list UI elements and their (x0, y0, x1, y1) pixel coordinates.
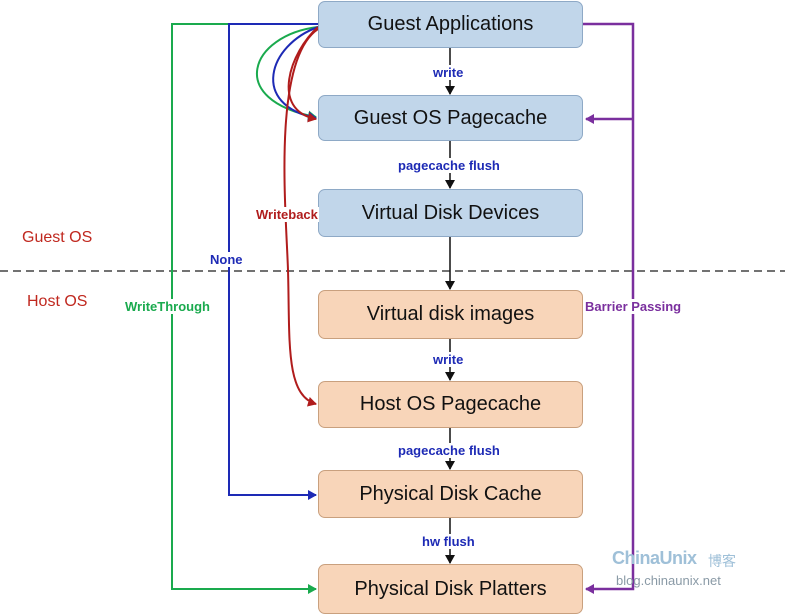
edge-label-write-2: write (432, 352, 465, 367)
virtual-disk-images-label: Virtual disk images (366, 303, 535, 325)
mode-label-none: None (209, 252, 244, 267)
mode-label-writeback: Writeback (255, 207, 319, 222)
edge-label-pagecache-flush-1: pagecache flush (397, 158, 501, 173)
guest-applications-label: Guest Applications (367, 13, 534, 35)
physical-disk-platters-label: Physical Disk Platters (354, 577, 547, 600)
guest-os-pagecache-label: Guest OS Pagecache (353, 106, 548, 129)
writeback-path (283, 28, 319, 407)
none-curve (272, 26, 319, 122)
edge-label-pagecache-flush-2: pagecache flush (397, 443, 501, 458)
host-os-pagecache-label: Host OS Pagecache (359, 393, 542, 415)
mode-label-barrier-passing: Barrier Passing (584, 299, 683, 314)
region-label-host-os: Host OS (27, 293, 88, 310)
virtual-disk-images-box: Virtual disk images (318, 290, 583, 339)
mode-label-writethrough: WriteThrough (124, 299, 211, 314)
virtual-disk-devices-box: Virtual Disk Devices (318, 189, 583, 237)
watermark-brand: ChinaUnix (612, 548, 697, 568)
physical-disk-platters-box: Physical Disk Platters (318, 564, 583, 614)
region-label-guest-os: Guest OS (22, 229, 93, 246)
watermark-url: blog.chinaunix.net (616, 573, 721, 588)
edge-label-write-1: write (432, 65, 465, 80)
watermark: ChinaUnix 博客 blog.chinaunix.net (610, 548, 760, 592)
edge-label-hw-flush: hw flush (421, 534, 476, 549)
watermark-brand-suffix: 博客 (708, 553, 736, 569)
guest-os-pagecache-box: Guest OS Pagecache (318, 95, 583, 141)
physical-disk-cache-label: Physical Disk Cache (359, 482, 542, 505)
guest-applications-box: Guest Applications (318, 1, 583, 48)
virtual-disk-devices-label: Virtual Disk Devices (361, 201, 540, 224)
physical-disk-cache-box: Physical Disk Cache (318, 470, 583, 518)
host-os-pagecache-box: Host OS Pagecache (318, 381, 583, 428)
